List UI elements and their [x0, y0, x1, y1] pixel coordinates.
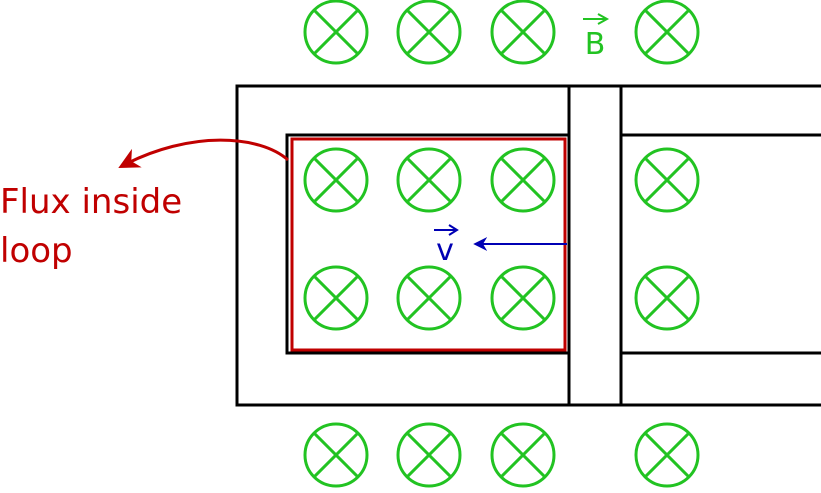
- magnetic-field-symbols: [303, 0, 700, 488]
- flux-pointer-arrow: [118, 138, 289, 168]
- field-into-page-icon: [634, 422, 700, 488]
- field-into-page-icon: [303, 147, 369, 213]
- field-into-page-icon: [490, 147, 556, 213]
- field-into-page-icon: [490, 0, 556, 65]
- field-into-page-icon: [396, 422, 462, 488]
- sliding-rod-bar: [567, 84, 623, 407]
- field-into-page-icon: [303, 0, 369, 65]
- field-into-page-icon: [396, 0, 462, 65]
- field-into-page-icon: [634, 265, 700, 331]
- flux-label-line2: loop: [0, 231, 73, 271]
- field-into-page-icon: [634, 0, 700, 65]
- velocity-label-text: v: [436, 233, 454, 268]
- field-label: B: [583, 13, 610, 62]
- sliding-rod: [567, 84, 623, 407]
- field-into-page-icon: [303, 265, 369, 331]
- velocity-vector-arrow-head: [448, 224, 459, 236]
- field-label-text: B: [585, 27, 606, 62]
- flux-label-line1: Flux inside: [0, 182, 182, 222]
- outer-rail: [235, 84, 821, 407]
- field-into-page-icon: [490, 422, 556, 488]
- field-into-page-icon: [634, 147, 700, 213]
- field-vector-arrow-head: [597, 13, 610, 25]
- field-into-page-icon: [490, 265, 556, 331]
- field-into-page-icon: [303, 422, 369, 488]
- flux-label: Flux inside loop: [0, 138, 289, 271]
- velocity-indicator: v: [434, 224, 567, 268]
- field-into-page-icon: [396, 265, 462, 331]
- inner-rail: [285, 133, 821, 355]
- rail-frame: [235, 84, 821, 407]
- field-into-page-icon: [396, 147, 462, 213]
